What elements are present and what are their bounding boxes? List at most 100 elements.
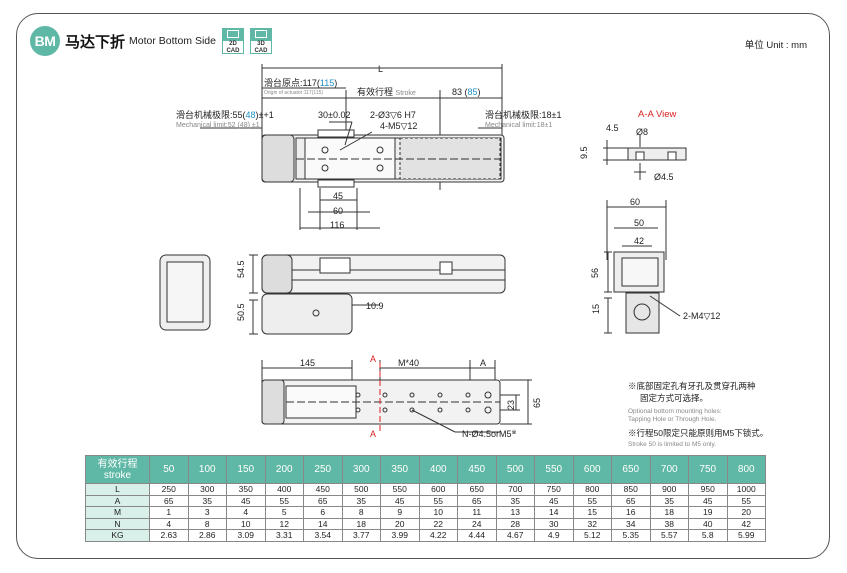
mech-limit-right: 滑台机械极限:18±1 (485, 109, 561, 120)
stroke-value-cell: 200 (264, 455, 304, 484)
table-cell: 32 (572, 517, 612, 530)
table-cell: 250 (149, 483, 189, 496)
dim-83: 83 (85) (452, 87, 481, 97)
table-cell: 3.31 (264, 529, 304, 542)
stroke-value-cell: 750 (688, 455, 728, 484)
stroke-value-cell: 550 (534, 455, 574, 484)
bottom-dim-A: A (480, 358, 486, 368)
table-cell: 34 (611, 517, 651, 530)
note-1-en-2: Tapping Hole or Through Hole. (628, 415, 717, 423)
note-1-cn: ※底部固定孔有牙孔及贯穿孔两种 (628, 381, 756, 391)
model-badge: BM (30, 26, 60, 56)
notes: ※底部固定孔有牙孔及贯穿孔两种 固定方式可选择。 Optional bottom… (628, 380, 818, 449)
unit-label: 单位 Unit : mm (744, 40, 807, 51)
table-cell: 65 (149, 494, 189, 507)
table-cell: 4.67 (495, 529, 535, 542)
table-cell: 700 (495, 483, 535, 496)
table-cell: 12 (264, 517, 304, 530)
table-cell: 10 (418, 506, 458, 519)
side-dim-505: 50.5 (236, 303, 246, 321)
end-dim-56: 56 (590, 268, 600, 278)
row-label-cell: L (85, 483, 150, 496)
table-cell: 15 (572, 506, 612, 519)
table-cell: 65 (457, 494, 497, 507)
bottom-dim-65: 65 (532, 398, 542, 408)
stroke-value-cell: 250 (303, 455, 343, 484)
table-cell: 35 (341, 494, 381, 507)
bottom-dim-23: 23 (506, 400, 516, 410)
table-cell: 19 (688, 506, 728, 519)
table-cell: 600 (418, 483, 458, 496)
stroke-value-cell: 100 (187, 455, 227, 484)
table-cell: 16 (611, 506, 651, 519)
dim-60: 60 (333, 206, 343, 216)
cad-2d-sublabel: CAD (226, 47, 240, 54)
stroke-value-cell: 50 (149, 455, 189, 484)
table-cell: 35 (187, 494, 227, 507)
table-cell: 45 (226, 494, 266, 507)
table-cell: 55 (264, 494, 304, 507)
cad-3d-icon (249, 28, 272, 40)
table-cell: 550 (380, 483, 420, 496)
table-cell: 18 (649, 506, 689, 519)
table-cell: 42 (726, 517, 766, 530)
bottom-hole: N-Ø4.5orM5※ (462, 429, 517, 439)
table-cell: 65 (611, 494, 651, 507)
aa-dim-d8: Ø8 (636, 127, 648, 137)
table-cell: 400 (264, 483, 304, 496)
table-cell: 55 (418, 494, 458, 507)
table-cell: 450 (303, 483, 343, 496)
dim-116: 116 (330, 220, 344, 230)
title-cn: 马达下折 (65, 33, 126, 51)
bottom-view (261, 360, 532, 433)
table-cell: 300 (187, 483, 227, 496)
cad-3d-sublabel: CAD (254, 47, 268, 54)
end-dim-60: 60 (630, 197, 640, 207)
table-cell: 500 (341, 483, 381, 496)
note-2-en: Stroke 50 is limited to M5 only. (628, 441, 717, 448)
dim-origin: 滑台原点:117(115) (264, 77, 337, 88)
aa-dim-95: 9.5 (579, 146, 589, 159)
table-cell: 4 (226, 506, 266, 519)
table-cell: 18 (341, 517, 381, 530)
cad-3d-label: 3D (257, 41, 265, 47)
table-cell: 3 (187, 506, 227, 519)
table-cell: 4.22 (418, 529, 458, 542)
stroke-value-cell: 500 (495, 455, 535, 484)
cad-2d-icon (221, 28, 244, 40)
table-cell: 8 (187, 517, 227, 530)
table-cell: 650 (457, 483, 497, 496)
stroke-value-cell: 650 (611, 455, 651, 484)
table-cell: 24 (457, 517, 497, 530)
table-cell: 3.54 (303, 529, 343, 542)
bottom-dim-M40: M*40 (398, 358, 419, 368)
end-hole: 2-M4▽12 (683, 311, 720, 321)
hole-pin: 2-Ø3▽6 H7 (370, 110, 416, 120)
table-cell: 5.8 (688, 529, 728, 542)
table-cell: 950 (688, 483, 728, 496)
table-cell: 5 (264, 506, 304, 519)
table-cell: 11 (457, 506, 497, 519)
table-cell: 14 (534, 506, 574, 519)
mech-limit-right-en: Mechanical limit:18±1 (485, 122, 552, 129)
table-cell: 30 (534, 517, 574, 530)
table-cell: 3.09 (226, 529, 266, 542)
table-cell: 38 (649, 517, 689, 530)
row-label-cell: A (85, 494, 150, 507)
bottom-section-a-top: A (370, 354, 376, 364)
table-cell: 9 (380, 506, 420, 519)
table-cell: 45 (380, 494, 420, 507)
bottom-section-a-bottom: A (370, 429, 376, 439)
cad-2d-label: 2D (229, 41, 237, 47)
table-cell: 850 (611, 483, 651, 496)
